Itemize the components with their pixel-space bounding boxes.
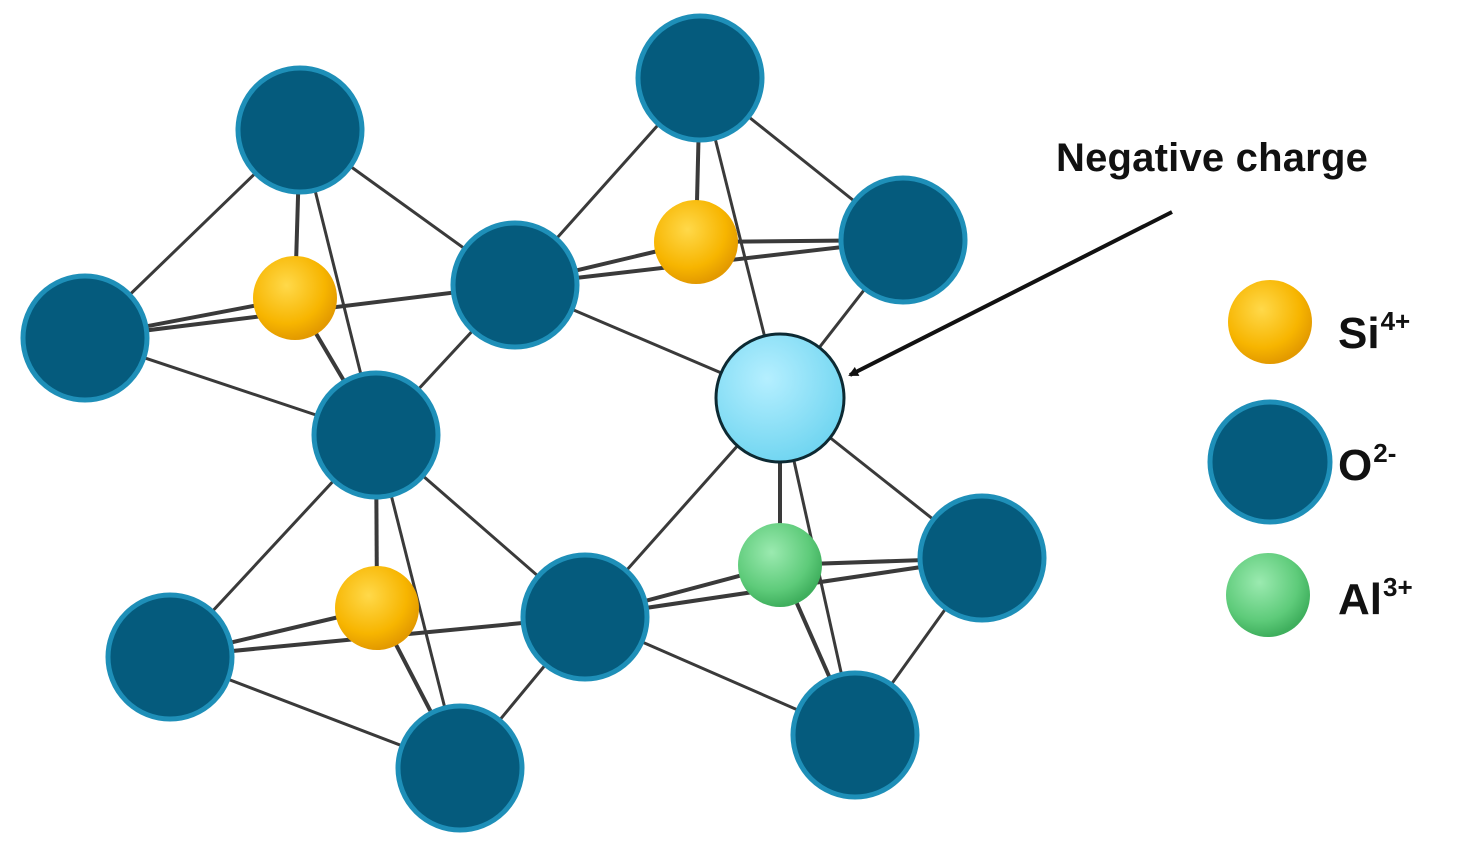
silicon-atom	[335, 566, 419, 650]
oxygen-atom	[635, 13, 765, 143]
oxygen-atom	[520, 552, 650, 682]
aluminium-atom	[738, 523, 822, 607]
oxygen-atom	[395, 703, 525, 833]
silicon-atom	[654, 200, 738, 284]
oxygen-atom	[20, 273, 150, 403]
negative-charge-label: Negative charge	[1056, 136, 1369, 180]
annotation-arrow	[848, 210, 1173, 377]
oxygen-atom	[838, 175, 968, 305]
oxygen-atom	[790, 670, 920, 800]
silicon-atom	[253, 256, 337, 340]
oxygen-atom	[105, 592, 235, 722]
legend-label-oxygen: O2-	[1338, 438, 1396, 491]
oxygen-atom	[917, 493, 1047, 623]
legend-charge: 4+	[1380, 306, 1411, 336]
legend-symbol: Al	[1338, 575, 1382, 624]
legend-label-silicon: Si4+	[1338, 306, 1410, 359]
silicon-atoms	[253, 200, 738, 650]
legend	[1207, 280, 1333, 637]
negative-charge-site	[714, 332, 846, 464]
legend-symbol: O	[1338, 441, 1373, 490]
legend-silicon-swatch	[1228, 280, 1312, 364]
oxygen-atoms	[20, 13, 1047, 833]
oxygen-atom	[235, 65, 365, 195]
oxygen-atom	[311, 370, 441, 500]
oxygen-atom	[450, 220, 580, 350]
legend-symbol: Si	[1338, 309, 1380, 358]
legend-charge: 2-	[1373, 438, 1397, 468]
legend-label-aluminium: Al3+	[1338, 572, 1413, 625]
legend-oxygen-swatch	[1207, 399, 1333, 525]
legend-aluminium-swatch	[1226, 553, 1310, 637]
legend-charge: 3+	[1383, 572, 1413, 602]
